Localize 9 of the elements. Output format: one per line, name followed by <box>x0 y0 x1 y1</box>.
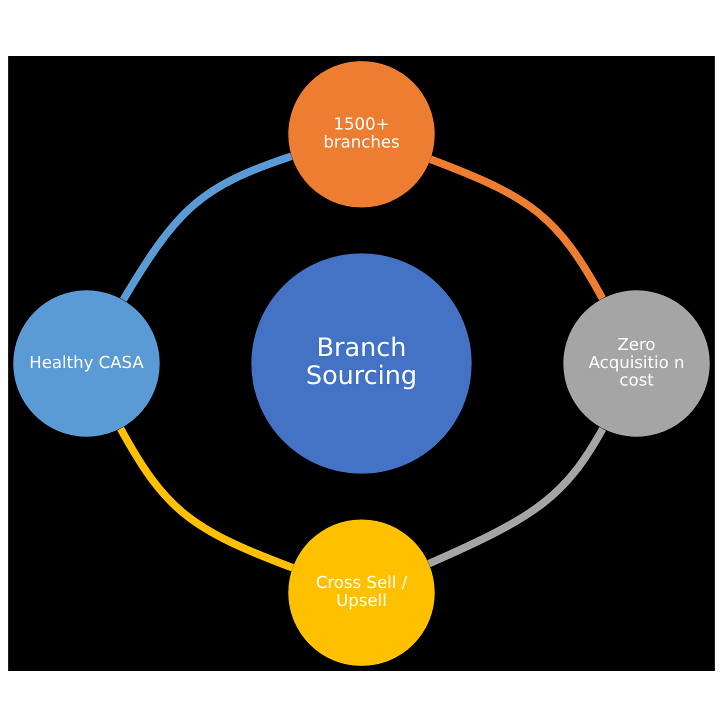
connector <box>120 152 293 302</box>
node-circle: Healthy CASA <box>13 290 160 437</box>
connector <box>427 426 606 568</box>
node-circle: Cross Sell / Upsell <box>288 519 435 666</box>
node-circle: Branch Sourcing <box>251 253 472 474</box>
node-circle: Zero Acquisitio n cost <box>563 290 710 437</box>
connector <box>117 426 294 572</box>
node-circle: 1500+ branches <box>288 61 435 208</box>
connector <box>429 156 606 300</box>
